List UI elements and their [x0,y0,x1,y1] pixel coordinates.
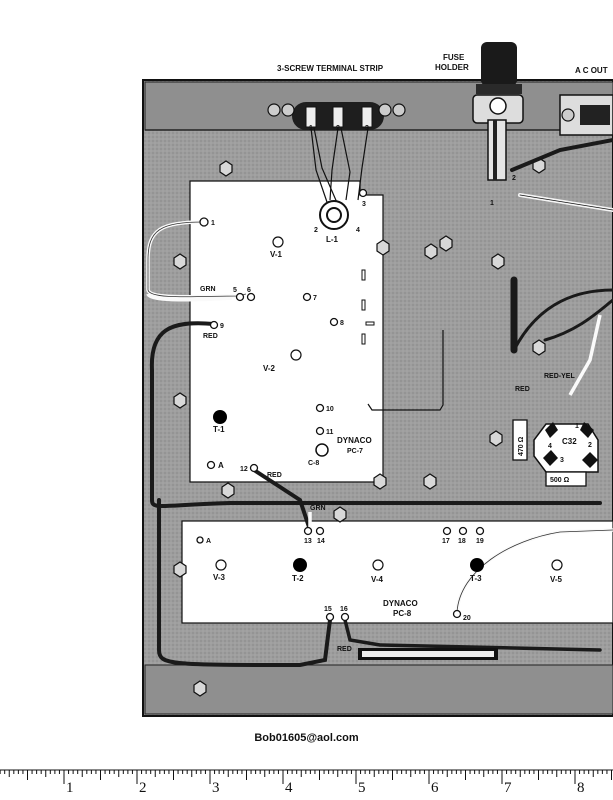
pc7-terminal-8: 8 [340,320,344,327]
lead-wire [367,330,444,411]
pc7-brand: DYNACO [337,436,372,445]
chassis-nuts [173,157,546,697]
contact-email: Bob01605@aol.com [254,732,359,744]
pc7-terminal-1: 1 [211,220,215,227]
v5-socket [551,559,563,571]
resistor-500 [545,471,587,487]
pc7-terminal-6: 6 [247,287,251,294]
ruler: 1 2 3 4 5 6 7 8 [0,769,613,796]
fuse-terminal-1: 1 [490,200,494,207]
t3-transistor [470,558,484,572]
ruler-number-4: 4 [285,780,293,796]
ruler-number-2: 2 [139,780,147,796]
braided-wires-outline [147,221,613,613]
pc7-terminal-10: 10 [326,406,334,413]
wire-label-grn-top: GRN [200,286,216,293]
pc7-terminal-7: 7 [313,295,317,302]
c32-pin-2: 2 [588,442,592,449]
ruler-number-1: 1 [66,780,74,796]
wire-label-red-yel: RED-YEL [544,373,575,380]
pc8-terminal-18: 18 [458,538,466,545]
chassis-bottom-rail [144,664,613,715]
wire-label-red-9: RED [203,333,218,340]
pc8-terminal-13: 13 [304,538,312,545]
pc7-model: PC-7 [347,448,363,455]
strip-terminal-3: 3 [365,125,369,132]
fuse-holder-label-line2: HOLDER [435,63,469,72]
ac-outlet-label: A C OUT [575,66,608,75]
t2-transistor [293,558,307,572]
inductor-l1 [310,127,369,230]
ruler-number-3: 3 [212,780,220,796]
pc8-brand: DYNACO [383,599,418,608]
rail-screws [267,103,575,122]
fuse-holder: 2 1 [472,42,524,207]
ruler-number-7: 7 [504,780,512,796]
v2-socket [290,349,302,361]
wire-label-red-12: RED [267,472,282,479]
pc7-slots [361,269,375,345]
wire-label-grn-mid: GRN [310,505,326,512]
pc8-model: PC-8 [393,609,412,618]
pc8-terminal-14: 14 [317,538,325,545]
ruler-number-5: 5 [358,780,366,796]
pc8-board [181,520,613,624]
l1-terminal-4: 4 [356,227,360,234]
pc7-point-a: A [218,461,224,470]
t1-transistor [213,410,227,424]
v4-label: V-4 [371,575,384,584]
pc7-terminal-11: 11 [326,429,334,436]
resistor-470-label: 470 Ω [518,436,525,456]
fuse-holder-label-line1: FUSE [443,53,465,62]
inductor-label: L-1 [326,235,339,244]
v1-socket [272,236,284,248]
pc8-terminal-19: 19 [476,538,484,545]
pc7-terminal-5: 5 [233,287,237,294]
pc8-eyelets [196,526,485,622]
ruler-number-8: 8 [577,780,585,796]
ruler-number-6: 6 [431,780,439,796]
pc7-terminal-9: 9 [220,323,224,330]
c32-capacitor: C32 1 2 3 4 [533,422,599,473]
v3-label: V-3 [213,573,226,582]
v3-socket [215,559,227,571]
pc7-eyelets [199,188,368,473]
pc8-terminal-15: 15 [324,606,332,613]
pc8-point-a: A [206,538,211,545]
v2-label: V-2 [263,364,276,373]
terminal-strip-label: 3-SCREW TERMINAL STRIP [277,64,384,73]
pc7-terminal-12: 12 [240,466,248,473]
v1-label: V-1 [270,250,283,259]
l1-terminal-3: 3 [362,201,366,208]
wire-label-red-bottom: RED [337,646,352,653]
wire-label-red-right: RED [515,386,530,393]
pc8-terminal-17: 17 [442,538,450,545]
c8-label: C-8 [308,460,319,467]
v5-label: V-5 [550,575,563,584]
resistor-470 [512,419,528,461]
c32-pin-3: 3 [560,457,564,464]
pc8-terminal-16: 16 [340,606,348,613]
c8-capacitor [315,443,329,457]
c32-pin-1: 1 [575,423,579,430]
pc8-terminal-20: 20 [463,615,471,622]
t3-label: T-3 [470,574,482,583]
l1-terminal-2: 2 [314,227,318,234]
c32-label: C32 [562,437,577,446]
fuse-terminal-2: 2 [512,175,516,182]
c32-pin-4: 4 [548,443,552,450]
terminal-strip: 1 2 3 [292,102,384,132]
t1-label: T-1 [213,425,225,434]
resistor-500-label: 500 Ω [550,477,570,484]
cable-bundles [149,138,613,668]
t2-label: T-2 [292,574,304,583]
v4-socket [372,559,384,571]
